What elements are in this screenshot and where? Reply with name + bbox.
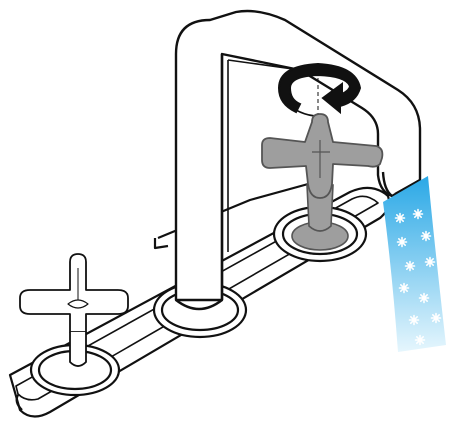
sparkle-icon xyxy=(426,258,435,267)
sparkle-icon xyxy=(398,238,407,247)
sparkle-icon xyxy=(410,316,419,325)
sparkle-icon xyxy=(422,232,431,241)
water-stream xyxy=(383,176,446,352)
sparkle-icon xyxy=(406,262,415,271)
sparkle-icon xyxy=(414,210,423,219)
sparkle-icon xyxy=(432,314,441,323)
sparkle-icon xyxy=(420,294,429,303)
sparkle-icon xyxy=(416,336,425,345)
sparkle-icon xyxy=(400,284,409,293)
sparkle-icon xyxy=(396,214,405,223)
right-cross-handle xyxy=(262,114,382,198)
